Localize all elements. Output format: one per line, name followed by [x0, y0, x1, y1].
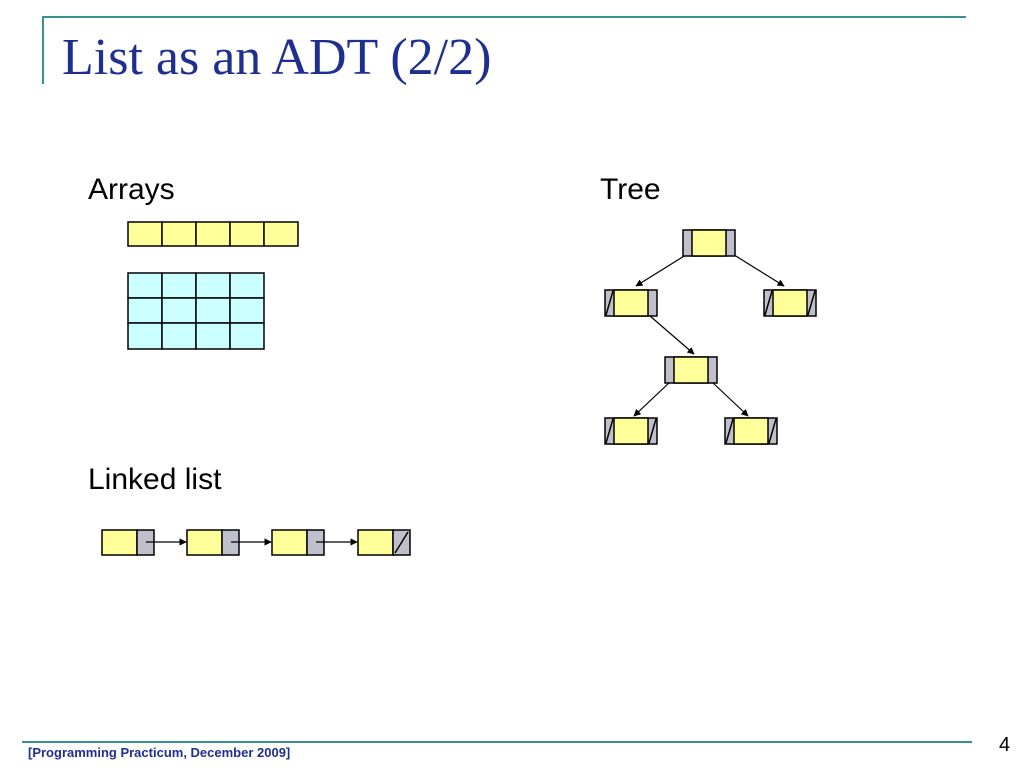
matrix-cell: [127, 272, 163, 299]
one-dimensional-array: [127, 221, 299, 247]
matrix-cell: [161, 297, 197, 324]
null-pointer-slash: [725, 418, 734, 444]
arrays-label: Arrays: [88, 173, 175, 206]
tree-leaf-node: [724, 417, 778, 445]
tree-edge-arrow: [635, 252, 690, 287]
tree-middle-node: [664, 356, 718, 384]
matrix-cell: [195, 272, 231, 299]
matrix-cell: [229, 322, 265, 350]
array-cell: [161, 221, 197, 247]
null-pointer-slash: [605, 290, 614, 316]
null-pointer-slash: [394, 531, 409, 554]
array-cell: [229, 221, 265, 247]
matrix-cell: [161, 272, 197, 299]
title-top-rule: [42, 16, 966, 18]
slide-title: List as an ADT (2/2): [62, 29, 492, 86]
tree-leaf-node: [604, 417, 658, 445]
matrix-cell: [161, 322, 197, 350]
array-cell: [263, 221, 299, 247]
linked-list-diagram: [101, 529, 411, 556]
title-left-rule: [42, 16, 44, 84]
tree-edge-arrow: [633, 381, 671, 417]
matrix-cell: [229, 272, 265, 299]
linked-list-label: Linked list: [88, 463, 222, 496]
footer-citation: [Programming Practicum, December 2009]: [28, 745, 291, 760]
null-pointer-slash: [648, 418, 657, 444]
matrix-cell: [229, 297, 265, 324]
tree-edge-arrow: [711, 381, 749, 417]
linked-list-tail-node: [357, 529, 411, 556]
tree-diagram: [604, 229, 817, 445]
footer-rule: [22, 741, 972, 743]
array-cell: [127, 221, 163, 247]
tree-right-node: [763, 289, 817, 317]
tree-left-node: [604, 289, 658, 317]
null-pointer-slash: [768, 418, 777, 444]
matrix-cell: [195, 322, 231, 350]
two-dimensional-array: [127, 272, 265, 350]
page-number: 4: [999, 734, 1011, 756]
null-pointer-slash: [605, 418, 614, 444]
matrix-cell: [195, 297, 231, 324]
null-pointer-slash: [807, 290, 816, 316]
linked-list-node: [101, 529, 155, 556]
tree-edge-arrow: [730, 252, 785, 287]
linked-list-node: [186, 529, 240, 556]
tree-edge-arrow: [649, 315, 695, 355]
linked-list-node: [271, 529, 325, 556]
tree-root-node: [682, 229, 736, 257]
array-cell: [195, 221, 231, 247]
tree-label: Tree: [600, 173, 661, 206]
matrix-cell: [127, 297, 163, 324]
matrix-cell: [127, 322, 163, 350]
null-pointer-slash: [764, 290, 773, 316]
